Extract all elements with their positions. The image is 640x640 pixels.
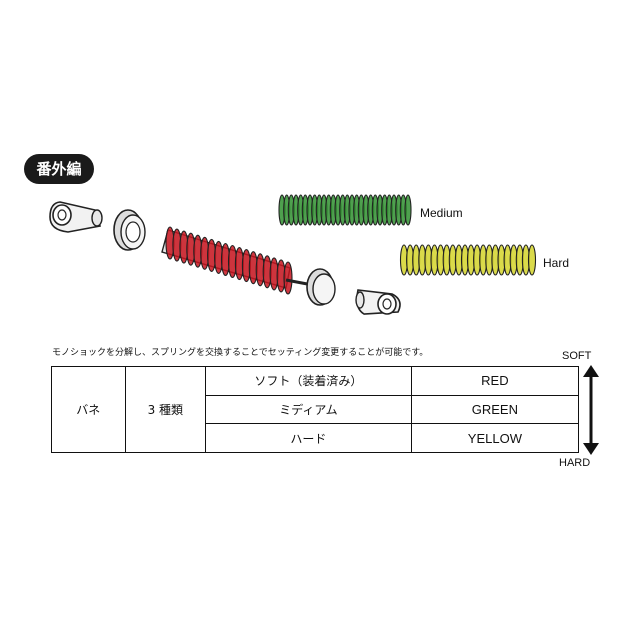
hard-label: HARD: [559, 457, 591, 469]
type-cell: ソフト（装着済み）: [205, 366, 412, 396]
table-row: バネ 3 種類 ソフト（装着済み） RED: [51, 366, 580, 453]
color-cell: RED: [410, 366, 580, 396]
table-row: ミディアム GREEN: [52, 394, 580, 425]
soft-hard-arrow-icon: [583, 365, 599, 455]
color-cell: YELLOW: [410, 423, 580, 453]
spring-coil: [283, 261, 293, 295]
shock-exploded-diagram: [49, 194, 537, 315]
hard-spring-label: Hard: [543, 256, 570, 270]
soft-label: SOFT: [562, 350, 592, 362]
left-collar-icon: [113, 209, 146, 251]
main-spring-icon: [161, 226, 319, 295]
count-cell: 3 種類: [124, 366, 207, 453]
medium-spring-label: Medium: [420, 206, 463, 220]
spring-coil: [527, 244, 537, 276]
type-cell: ミディアム: [205, 394, 412, 425]
spring-spec-table: バネ 3 種類 ソフト（装着済み） RED ミディアム GREEN ハード YE…: [51, 366, 580, 453]
part-cell: バネ: [51, 366, 126, 453]
spring-coil: [404, 194, 412, 226]
hard-spring-icon: [399, 244, 537, 276]
color-cell: GREEN: [410, 394, 580, 425]
medium-spring-icon: [278, 194, 412, 226]
type-cell: ハード: [205, 423, 412, 453]
left-eyelet-icon: [49, 201, 103, 233]
right-eyelet-icon: [355, 289, 401, 315]
table-row: ハード YELLOW: [52, 423, 580, 453]
right-collar-icon: [306, 268, 336, 306]
description-text: モノショックを分解し、スプリングを交換することでセッティング変更することが可能で…: [52, 348, 429, 358]
section-badge: 番外編: [24, 154, 94, 184]
